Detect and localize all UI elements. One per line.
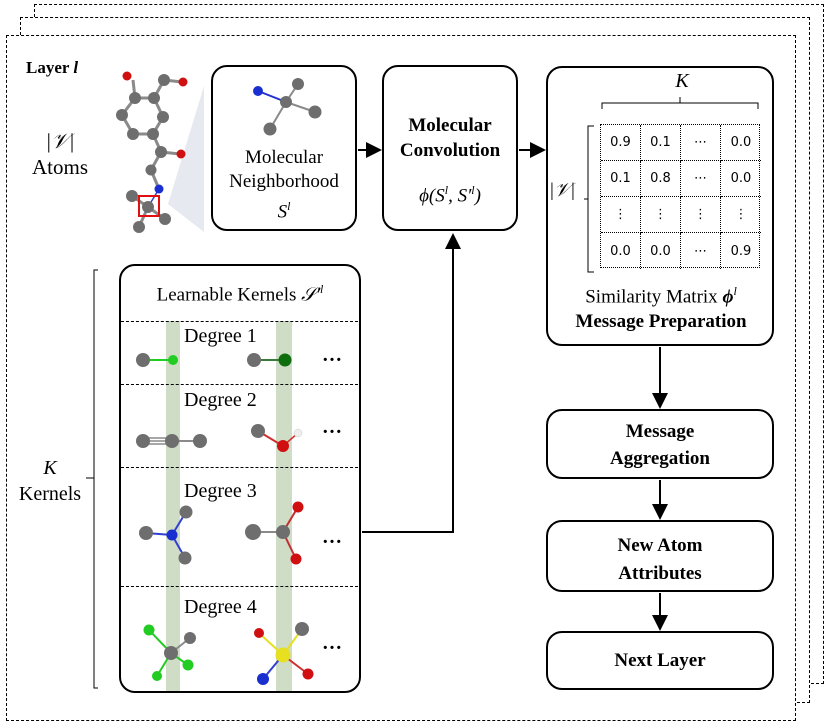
degree-3-label: Degree 3 [184, 480, 257, 502]
degree-2-ellipsis: … [322, 416, 343, 438]
degree-4-label: Degree 4 [184, 596, 257, 618]
neighborhood-symbol: Sl [211, 194, 357, 224]
message-preparation-title: Message Preparation [575, 311, 747, 332]
neighborhood-molecule-icon [253, 78, 322, 136]
degree-2-label: Degree 2 [184, 389, 257, 411]
kernel-d4-a [143, 624, 196, 681]
matrix-k-label: K [675, 70, 689, 92]
convolution-formula: ϕ(Sl, S′l) [382, 183, 518, 207]
matrix-cell: ⋮ [721, 197, 761, 233]
matrix-cell: ⋮ [641, 197, 681, 233]
kernel-d1-b [247, 353, 292, 367]
atoms-text: Atoms [31, 155, 88, 179]
matrix-cell: 0.9 [730, 243, 752, 259]
matrix-row-label: |𝒱| [549, 180, 576, 201]
similarity-caption-sup: l [733, 284, 737, 298]
molecular-convolution-box [382, 65, 518, 231]
new-atom-attributes-text: New Atom Attributes [546, 532, 774, 588]
degree-3-ellipsis: … [322, 526, 343, 548]
kernels-side-label: K Kernels [10, 455, 90, 507]
new-atom-attributes-box [546, 520, 774, 592]
matrix-cell: ⋯ [681, 161, 721, 197]
similarity-caption-symbol: ϕ [722, 286, 734, 308]
molecular-neighborhood-box [211, 65, 357, 231]
kernel-d3-b [245, 501, 304, 565]
matrix-cell: ⋮ [601, 197, 641, 233]
kernels-k-symbol: K [43, 457, 57, 479]
kernel-d4-b [254, 622, 314, 685]
neighborhood-symbol-s: S [277, 201, 288, 223]
kernel-d3-a [139, 505, 193, 565]
learnable-kernels-title: Learnable Kernels 𝒮′l [119, 282, 361, 306]
divider-3 [121, 467, 359, 468]
kernels-brace [86, 269, 98, 689]
selection-box [138, 195, 160, 217]
neighborhood-line1: Molecular [244, 147, 324, 168]
kernels-title-text: Learnable Kernels [156, 284, 297, 306]
new-atom-line1: New Atom [617, 535, 703, 556]
matrix-side-brace [584, 125, 594, 273]
formula-sup2: l [471, 183, 475, 197]
convolution-line2: Convolution [399, 140, 501, 161]
layer-label-prefix: Layer [26, 58, 70, 77]
layer-label-var: l [73, 58, 79, 77]
degree-1-ellipsis: … [322, 344, 343, 366]
atoms-count-symbol: |𝒱| [45, 129, 75, 153]
layer-label: Layer l [26, 58, 78, 78]
kernels-title-sup: l [320, 282, 324, 296]
convolution-title: Molecular Convolution [382, 113, 518, 163]
highlight-band-2 [276, 321, 292, 691]
next-layer-box [546, 631, 774, 690]
divider-1 [121, 321, 359, 322]
neighborhood-line2: Neighborhood [229, 171, 339, 192]
matrix-cell: ⋯ [681, 233, 721, 269]
convolution-line1: Molecular [408, 115, 492, 136]
aggregation-line2: Aggregation [610, 448, 710, 469]
matrix-cell: 0.1 [641, 125, 681, 161]
kernel-d2-b [251, 424, 303, 452]
matrix-cell: ⋮ [681, 197, 721, 233]
kernels-text: Kernels [18, 483, 82, 505]
kernel-d1-a [136, 353, 178, 367]
aggregation-line1: Message [625, 421, 695, 442]
matrix-cell: 0.1 [601, 161, 641, 197]
learnable-kernels-box [119, 264, 361, 693]
next-layer-text: Next Layer [614, 650, 706, 671]
formula-part1: ϕ(S [419, 185, 445, 207]
matrix-cell: ⋯ [681, 125, 721, 161]
message-aggregation-box [546, 409, 774, 479]
degree-4-ellipsis: … [322, 632, 343, 654]
message-aggregation-text: Message Aggregation [546, 418, 774, 472]
similarity-caption-text: Similarity Matrix [585, 286, 718, 308]
matrix-cell: 0.8 [641, 161, 681, 197]
neighborhood-symbol-sup: l [287, 199, 291, 213]
zoom-cone [168, 86, 204, 232]
matrix-cell: 0.9 [601, 125, 641, 161]
matrix-top-brace [601, 97, 759, 109]
neighborhood-text: Molecular Neighborhood Sl [211, 146, 357, 224]
matrix-cell: 0.0 [721, 161, 761, 197]
matrix-cell: 0.0 [601, 233, 641, 269]
formula-part3: ) [474, 185, 481, 207]
matrix-cell: 0.0 [721, 125, 761, 161]
divider-4 [121, 586, 359, 587]
matrix-cell: 0.0 [641, 233, 681, 269]
kernels-title-symbol: 𝒮′ [301, 284, 321, 306]
message-preparation-box [546, 66, 774, 346]
formula-sup1: l [444, 183, 449, 197]
degree-1-label: Degree 1 [184, 325, 257, 347]
new-atom-line2: Attributes [618, 563, 702, 584]
atoms-label: |𝒱| Atoms [28, 128, 92, 180]
divider-2 [121, 384, 359, 385]
similarity-caption: Similarity Matrix ϕl [548, 284, 774, 308]
highlight-band-1 [166, 321, 180, 691]
arrow-kernels-to-convolution [362, 233, 461, 533]
formula-part2: , S′ [448, 185, 472, 207]
